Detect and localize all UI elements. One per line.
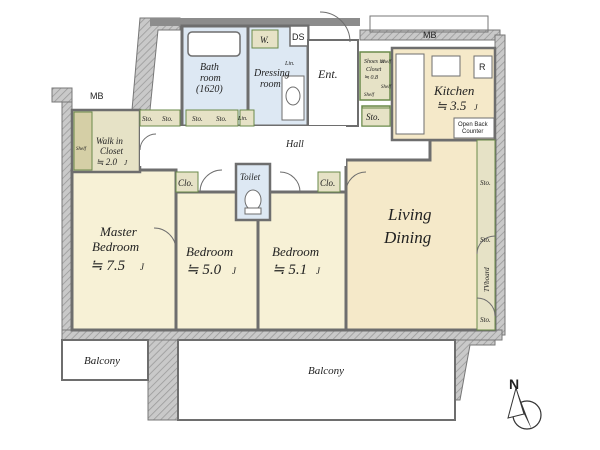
- kitchen-label: Kitchen: [433, 83, 474, 98]
- master-bedroom-unit: J: [140, 262, 145, 272]
- lin-label-2: Lin.: [237, 116, 248, 122]
- shelf-label-3: Shelf: [381, 85, 392, 90]
- walkin-label-line2: Closet: [100, 146, 124, 156]
- north-arrow-icon: [507, 386, 542, 430]
- entrance: [307, 39, 359, 127]
- lin-label-1: Lin.: [284, 61, 295, 67]
- dressing-label-line2: room: [260, 79, 281, 90]
- structural-walls: [51, 15, 506, 421]
- kitchen-unit: J: [474, 103, 478, 112]
- refrigerator-label: R: [479, 62, 486, 72]
- living-label-line1: Living: [387, 205, 431, 224]
- mb-top-label: MB: [423, 30, 437, 40]
- bedroom-2-unit: J: [316, 266, 321, 276]
- hall-label: Hall: [285, 139, 304, 150]
- storage-label-8: Sto.: [480, 316, 491, 324]
- shelf-label-1: Shelf: [364, 93, 375, 98]
- ds-label: DS: [292, 32, 305, 42]
- balcony-left: [61, 339, 149, 381]
- kitchen-size: ≒ 3.5: [436, 98, 467, 113]
- walkin-label-line1: Walk in: [96, 136, 123, 146]
- entrance-label: Ent.: [317, 67, 338, 81]
- bedroom-2-size: ≒ 5.1: [272, 262, 307, 278]
- dressing-label-line1: Dressing: [253, 68, 290, 79]
- labels: MB MB DS W. Lin. Lin. Bath room (1620) D…: [76, 30, 519, 392]
- bath-label-line1: Bath: [200, 62, 219, 73]
- storage-label-5: Sto.: [366, 112, 380, 122]
- bedroom-1-label: Bedroom: [186, 244, 233, 259]
- w-label: W.: [260, 35, 269, 45]
- mb-left-label: MB: [90, 91, 104, 101]
- rooms: [61, 24, 497, 421]
- balcony-left-label: Balcony: [84, 355, 120, 367]
- shoes-label-line3: ≒ 0.8: [364, 75, 378, 81]
- master-bedroom-label-line1: Master: [99, 224, 138, 239]
- master-bedroom-size: ≒ 7.5: [90, 258, 126, 274]
- north-label: N: [509, 376, 519, 392]
- shelf-label-2: Shelf: [381, 60, 392, 65]
- living-label-line2: Dining: [383, 228, 431, 247]
- shelf-label-4: Shelf: [76, 147, 87, 152]
- master-bedroom-label-line2: Bedroom: [92, 239, 139, 254]
- open-back-label-line1: Open Back: [458, 122, 489, 128]
- toilet-label: Toilet: [240, 172, 261, 182]
- storage-label-1: Sto.: [142, 115, 153, 123]
- storage-label-3: Sto.: [192, 115, 203, 123]
- open-back-label-line2: Counter: [462, 129, 483, 135]
- bath-label-line3: (1620): [196, 84, 223, 95]
- bedroom-1-size: ≒ 5.0: [186, 262, 222, 278]
- storage-label-2: Sto.: [162, 115, 173, 123]
- bath-label-line2: room: [200, 73, 221, 84]
- storage-label-7: Sto.: [480, 236, 491, 244]
- closet-label-1: Clo.: [178, 178, 193, 188]
- shoes-label-line1: Shoes in: [364, 59, 384, 65]
- doors: [139, 11, 496, 317]
- closet-label-2: Clo.: [320, 178, 335, 188]
- walkin-unit: J: [124, 159, 128, 167]
- shoes-closet: [359, 51, 391, 101]
- tv-board-label: TVboard: [483, 267, 491, 292]
- bedroom-2-label: Bedroom: [272, 244, 319, 259]
- bedroom-1-unit: J: [232, 266, 237, 276]
- shoes-label-line2: Closet: [366, 67, 382, 73]
- storage-label-6: Sto.: [480, 179, 491, 187]
- balcony-main-label: Balcony: [308, 365, 344, 377]
- walkin-size: ≒ 2.0: [96, 157, 118, 167]
- hall: [140, 126, 346, 166]
- balcony-main: [177, 339, 456, 421]
- storage-label-4: Sto.: [216, 115, 227, 123]
